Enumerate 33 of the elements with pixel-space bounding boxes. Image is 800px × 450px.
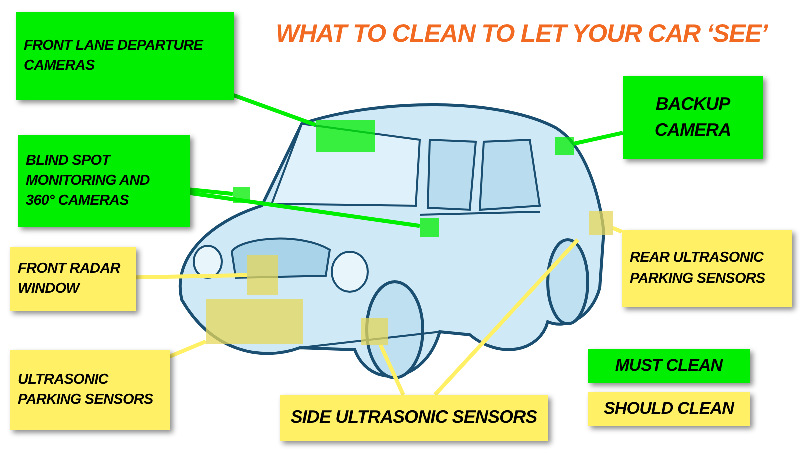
callout-box (10, 350, 170, 430)
legend-label: SHOULD CLEAN (604, 398, 734, 420)
highlight-patch (206, 299, 303, 344)
title: WHAT TO CLEAN TO LET YOUR CAR ‘SEE’ (276, 19, 768, 50)
leader-line (190, 188, 234, 196)
highlight-patch (247, 255, 278, 295)
callout-box (10, 247, 136, 311)
legend-label: MUST CLEAN (615, 355, 723, 378)
callout-box (622, 230, 792, 307)
leader-line (434, 238, 580, 396)
callout-text: FRONT RADAR WINDOW (18, 260, 122, 299)
highlight-patch (316, 120, 375, 152)
highlight-patch (555, 137, 574, 155)
callout-text: BACKUP CAMERA (654, 93, 732, 142)
callout-box (623, 76, 763, 159)
highlight-patch (361, 318, 388, 345)
callout-box (280, 395, 548, 441)
callout-text: FRONT LANE DEPARTURE CAMERAS (24, 36, 205, 76)
callout-text: BLIND SPOT MONITORING AND 360° CAMERAS (26, 152, 151, 212)
leader-line (190, 191, 420, 228)
highlight-patch (420, 218, 439, 237)
leader-line (169, 340, 207, 359)
callout-text: ULTRASONIC PARKING SENSORS (18, 370, 154, 410)
leader-line (612, 226, 623, 234)
leader-line (574, 131, 624, 146)
callout-box (16, 12, 234, 100)
callout-text: REAR ULTRASONIC PARKING SENSORS (630, 249, 766, 288)
callout-text: SIDE ULTRASONIC SENSORS (290, 406, 538, 430)
leader-line (233, 94, 317, 128)
highlight-patch (233, 187, 250, 203)
callout-box (18, 135, 190, 227)
leader-line (136, 273, 248, 280)
highlight-patch (589, 211, 613, 235)
